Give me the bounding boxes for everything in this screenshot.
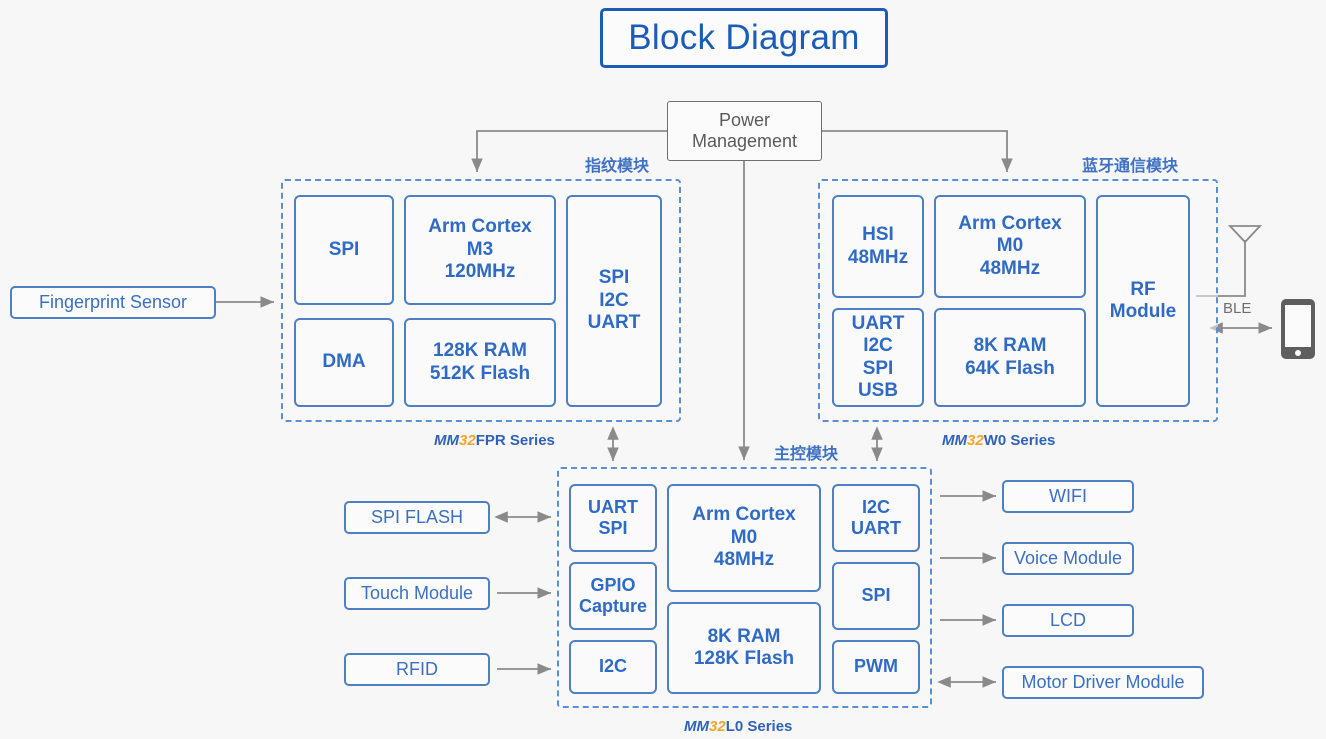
- fingerprint-block-ram-flash: 128K RAM 512K Flash: [404, 318, 556, 407]
- main-block-i2c-uart: I2C UART: [832, 484, 920, 552]
- main-block-spi: SPI: [832, 562, 920, 630]
- series-rest-text: W0 Series: [983, 432, 1056, 449]
- peripheral-touch-module[interactable]: Touch Module: [344, 577, 490, 610]
- bluetooth-series-label: MM32W0 Series: [942, 432, 1055, 449]
- series-32-text: 32: [459, 432, 476, 449]
- main-block-arm-cortex-m0: Arm Cortex M0 48MHz: [667, 484, 821, 592]
- main-block-gpio-capture: GPIO Capture: [569, 562, 657, 630]
- series-rest-text: L0 Series: [725, 718, 793, 735]
- series-mm-text: MM: [434, 432, 459, 449]
- bluetooth-module-cn-label: 蓝牙通信模块: [1082, 158, 1179, 175]
- fingerprint-block-arm-cortex-m3: Arm Cortex M3 120MHz: [404, 195, 556, 305]
- bluetooth-block-rf-module: RF Module: [1096, 195, 1190, 407]
- series-rest-text: FPR Series: [475, 432, 555, 449]
- bluetooth-block-uart-i2c-spi-usb: UART I2C SPI USB: [832, 308, 924, 407]
- power-management-line1: Power: [718, 110, 770, 131]
- main-block-i2c: I2C: [569, 640, 657, 694]
- page-title: Block Diagram: [600, 8, 888, 68]
- bluetooth-block-ram-flash: 8K RAM 64K Flash: [934, 308, 1086, 407]
- ble-link-label: BLE: [1223, 300, 1252, 317]
- main-control-series-label: MM32L0 Series: [684, 718, 792, 735]
- peripheral-motor-driver-module[interactable]: Motor Driver Module: [1002, 666, 1204, 699]
- peripheral-spi-flash[interactable]: SPI FLASH: [344, 501, 490, 534]
- bluetooth-block-arm-cortex-m0: Arm Cortex M0 48MHz: [934, 195, 1086, 298]
- peripheral-lcd[interactable]: LCD: [1002, 604, 1134, 637]
- smartphone-icon: [1281, 299, 1315, 359]
- peripheral-voice-module[interactable]: Voice Module: [1002, 542, 1134, 575]
- series-32-text: 32: [967, 432, 984, 449]
- peripheral-fingerprint-sensor[interactable]: Fingerprint Sensor: [10, 286, 216, 319]
- series-mm-text: MM: [942, 432, 967, 449]
- fingerprint-block-dma: DMA: [294, 318, 394, 407]
- fingerprint-block-spi-i2c-uart: SPI I2C UART: [566, 195, 662, 407]
- main-block-uart-spi: UART SPI: [569, 484, 657, 552]
- peripheral-wifi[interactable]: WIFI: [1002, 480, 1134, 513]
- series-32-text: 32: [709, 718, 726, 735]
- main-control-module-cn-label: 主控模块: [774, 446, 839, 463]
- main-block-pwm: PWM: [832, 640, 920, 694]
- fingerprint-module-cn-label: 指纹模块: [585, 158, 650, 175]
- power-management-box: Power Management: [667, 101, 822, 161]
- antenna-icon: [1227, 225, 1263, 244]
- peripheral-rfid[interactable]: RFID: [344, 653, 490, 686]
- fingerprint-block-spi: SPI: [294, 195, 394, 305]
- main-block-ram-flash: 8K RAM 128K Flash: [667, 602, 821, 694]
- series-mm-text: MM: [684, 718, 709, 735]
- fingerprint-series-label: MM32FPR Series: [434, 432, 555, 449]
- power-management-line2: Management: [691, 131, 798, 151]
- bluetooth-block-hsi: HSI 48MHz: [832, 195, 924, 298]
